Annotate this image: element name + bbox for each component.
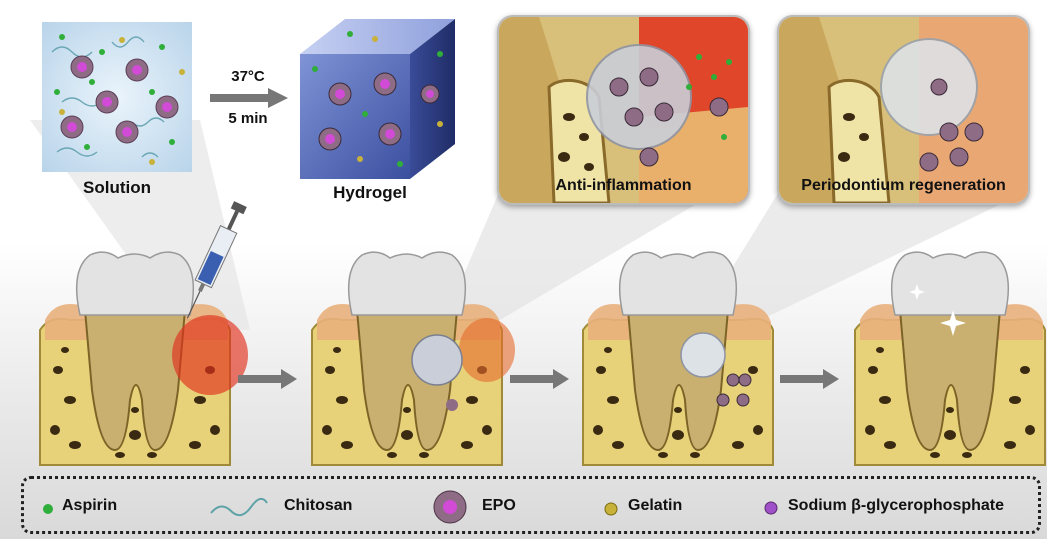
chitosan-icon — [209, 497, 269, 519]
glycerophosphate-icon — [764, 501, 778, 515]
legend-aspirin: Aspirin — [62, 497, 117, 515]
epo-icon — [432, 489, 468, 525]
syringe-icon — [178, 198, 248, 328]
regeneration-illustration — [779, 17, 1028, 203]
solution-label: Solution — [42, 178, 192, 198]
condition-temperature: 37°C — [223, 68, 273, 85]
hydrogel-label: Hydrogel — [300, 183, 440, 203]
arrow-right-icon — [780, 369, 839, 389]
legend: Aspirin Chitosan EPO Gelatin Sodium β-gl… — [21, 476, 1041, 534]
regeneration-panel: Periodontium regeneration — [777, 15, 1030, 205]
legend-epo: EPO — [482, 497, 516, 515]
regeneration-label: Periodontium regeneration — [779, 177, 1028, 195]
condition-time: 5 min — [223, 110, 273, 127]
tooth-with-hydrogel — [312, 252, 515, 465]
aspirin-icon — [42, 503, 54, 515]
arrow-right-icon — [210, 88, 290, 108]
tooth-sequence — [0, 245, 1047, 470]
anti-inflammation-label: Anti-inflammation — [499, 177, 748, 195]
hydrogel-cube — [290, 14, 470, 184]
anti-inflammation-panel: Anti-inflammation — [497, 15, 750, 205]
legend-gelatin: Gelatin — [628, 497, 682, 515]
tooth-regenerated — [855, 252, 1045, 465]
legend-chitosan: Chitosan — [284, 497, 352, 515]
gelatin-icon — [604, 502, 618, 516]
solution-illustration — [42, 22, 192, 172]
arrow-right-icon — [238, 369, 297, 389]
arrow-right-icon — [510, 369, 569, 389]
anti-inflammation-illustration — [499, 17, 748, 203]
legend-glycerophosphate: Sodium β-glycerophosphate — [788, 497, 1004, 515]
tooth-healing — [583, 252, 773, 465]
